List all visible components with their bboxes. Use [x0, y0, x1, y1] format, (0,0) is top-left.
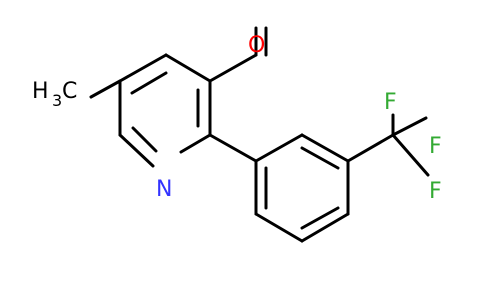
atom-fluorine-1: F — [384, 90, 397, 115]
bond-c4-c3 — [164, 53, 212, 83]
atom-nitrogen: N — [156, 177, 172, 202]
bond-c2-n1 — [179, 133, 212, 154]
atom-fluorine-3: F — [429, 179, 442, 204]
bond-c2-phenyl — [208, 133, 258, 163]
bond-methyl — [89, 79, 122, 99]
bond-ph5-ph6 — [254, 212, 304, 243]
bond-ph2-ph3 — [300, 133, 350, 163]
bond-n1-c6-inner — [131, 126, 158, 153]
bond-ph1-ph2 — [254, 133, 304, 163]
atom-methyl-h: H — [32, 79, 49, 104]
bond-c5-c4-inner — [130, 71, 168, 95]
atom-oxygen: O — [248, 33, 265, 58]
bond-ph4-ph5 — [300, 212, 350, 243]
bond-ph4-ph5-inner — [300, 206, 340, 230]
atom-fluorine-2: F — [429, 134, 442, 159]
bond-n1-c6 — [118, 133, 155, 168]
bonds — [89, 26, 430, 243]
atom-methyl-subscript: 3 — [52, 91, 62, 110]
bond-c-f2 — [391, 116, 428, 137]
bond-ph3-cf3 — [346, 133, 395, 163]
atom-methyl-c: C — [62, 79, 77, 104]
bond-c-f3 — [391, 133, 430, 177]
bond-c5-c4 — [118, 53, 168, 83]
bond-c3-cho — [208, 53, 258, 83]
bond-ph2-ph3-inner — [300, 146, 340, 170]
